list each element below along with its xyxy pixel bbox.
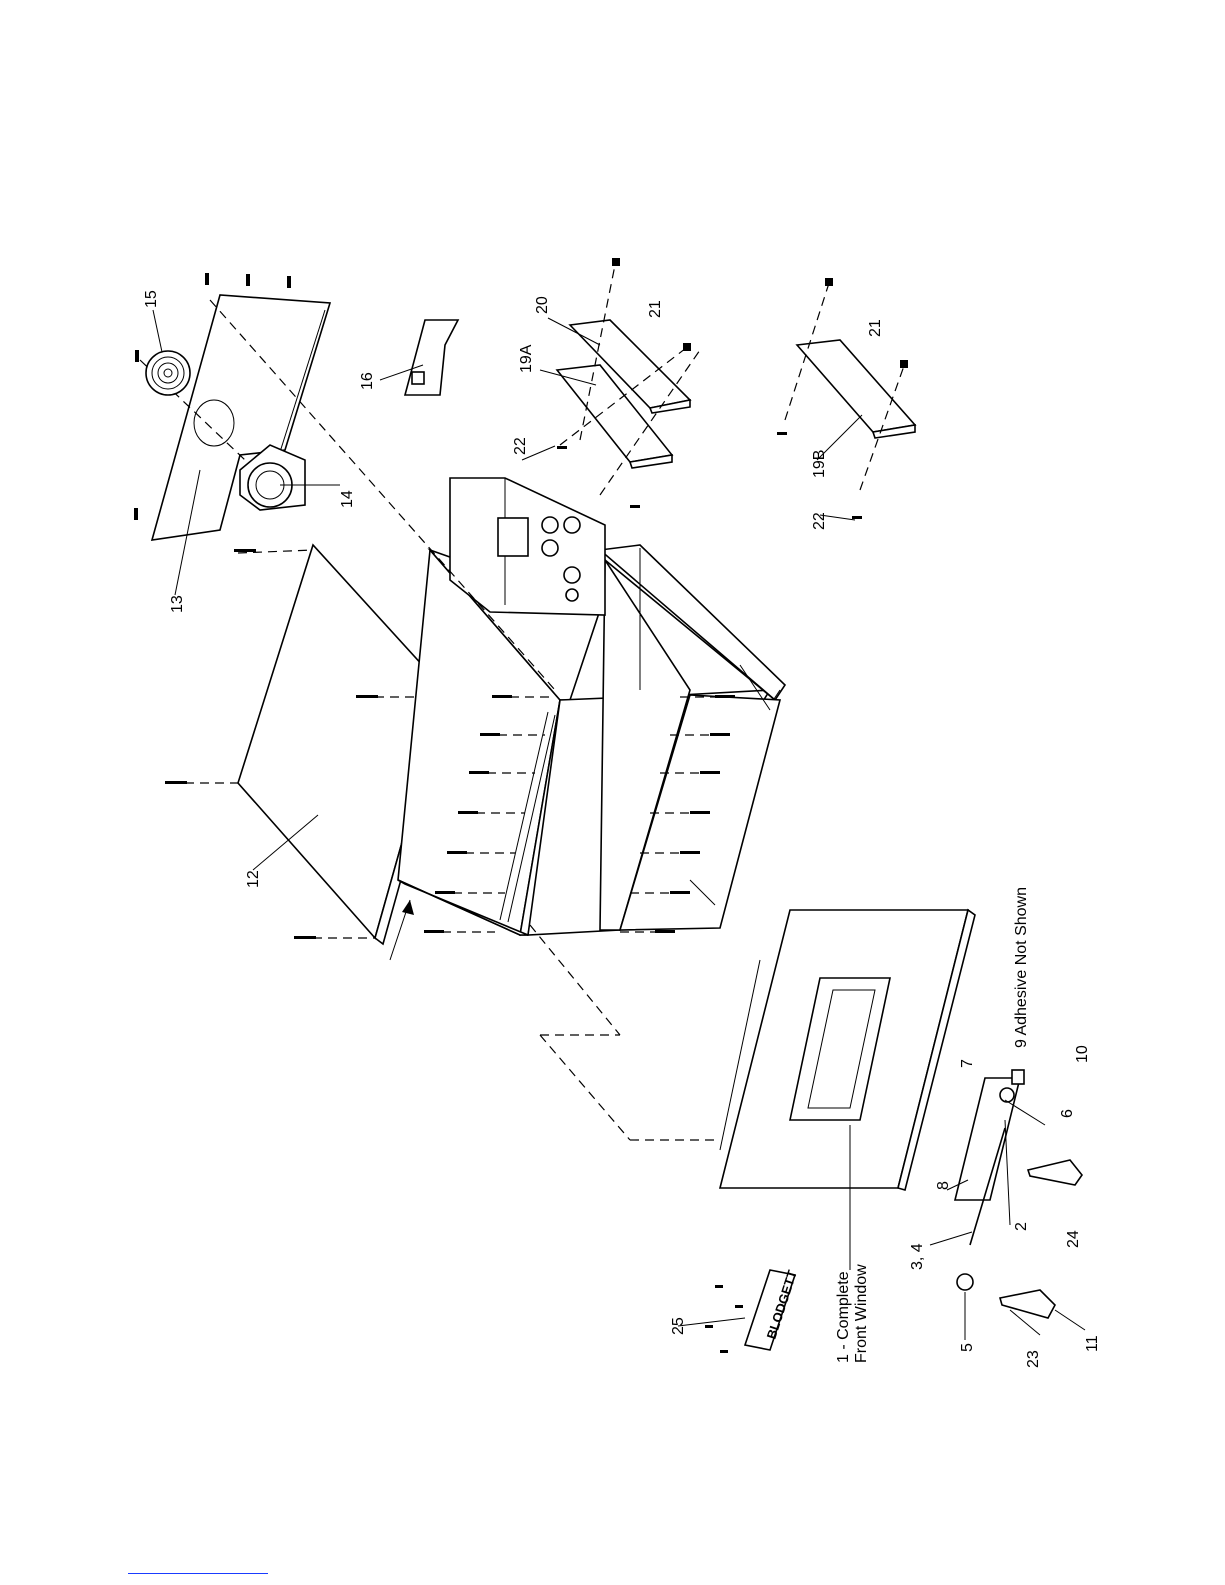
label-20: 20: [534, 296, 551, 314]
label-5: 5: [959, 1343, 976, 1352]
label-2: 2: [1013, 1222, 1030, 1231]
label-7: 7: [959, 1059, 976, 1068]
label-22a: 22: [512, 437, 529, 455]
label-13: 13: [169, 595, 186, 613]
label-19a: 19A: [518, 344, 535, 373]
front-window-part-1: [530, 910, 975, 1190]
footer-link-underline[interactable]: [128, 1573, 268, 1574]
badge-part-25: BLODGETT: [705, 1268, 800, 1353]
label-19b: 19B: [811, 450, 828, 478]
label-16: 16: [359, 372, 376, 390]
label-1b: Front Window: [853, 1264, 870, 1363]
label-11: 11: [1084, 1335, 1101, 1352]
label-3-4: 3, 4: [909, 1243, 926, 1270]
bracket-part-16: [405, 320, 458, 395]
label-23: 23: [1025, 1350, 1042, 1368]
label-22b: 22: [811, 512, 828, 530]
label-8: 8: [935, 1181, 952, 1190]
label-6: 6: [1059, 1109, 1076, 1118]
handle-assembly: [955, 1070, 1024, 1245]
label-12: 12: [245, 870, 262, 888]
label-15: 15: [143, 290, 160, 308]
control-box: [450, 478, 605, 615]
label-10: 10: [1074, 1045, 1091, 1063]
label-25: 25: [670, 1317, 687, 1335]
label-21b: 21: [867, 319, 884, 337]
fan-part-14: [240, 445, 305, 510]
label-24: 24: [1065, 1230, 1082, 1248]
shelf-part-19b: [797, 340, 915, 438]
label-21a: 21: [647, 300, 664, 318]
adhesive-note: 9 Adhesive Not Shown: [1013, 887, 1030, 1048]
fan-guard-part-15: [146, 351, 190, 395]
label-1: 1 - Complete: [835, 1271, 852, 1363]
label-14: 14: [339, 490, 356, 508]
